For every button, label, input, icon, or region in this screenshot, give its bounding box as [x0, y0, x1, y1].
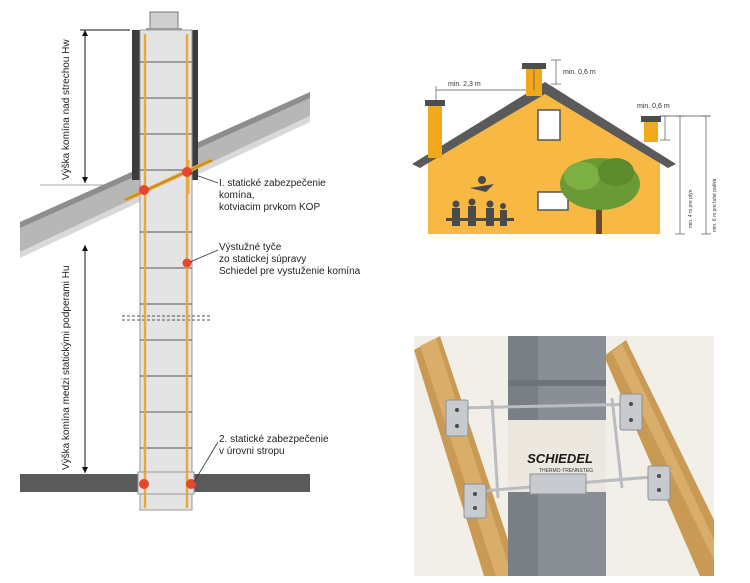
callout-rods: Výstužné tyče zo statickej súpravy Schie… — [219, 242, 361, 277]
chimney-section-diagram: Výška komína nad strechou Hw Výška komín… — [20, 11, 361, 511]
tree — [560, 158, 640, 234]
marker-rod — [182, 258, 192, 268]
dim-right-height: min. 0,6 m — [637, 103, 670, 110]
dim-solid-height: min. 6 m pre tuhé palivá — [712, 178, 718, 232]
chimney-block-joints — [140, 61, 192, 449]
dim-ridge-height: min. 0,6 m — [563, 69, 596, 76]
chimney-right — [644, 122, 658, 142]
label-height-above-roof: Výška komína nad strechou Hw — [61, 39, 72, 180]
brackets — [445, 393, 671, 519]
callout-floor: 2. statické zabezpečenie v úrovni stropu — [219, 434, 331, 457]
marker-floor-left — [139, 479, 149, 489]
label-height-between-supports: Výška komína medzi statickými podperami … — [61, 265, 72, 470]
house-window-top — [537, 109, 561, 141]
house-height-diagram: min. 2,3 m min. 0,6 m min. 0,6 m min. 4 … — [412, 59, 718, 235]
anchor-photo: SCHIEDEL THERMO-TRENNSTEG — [414, 336, 714, 576]
callout-kop: I. statické zabezpečenie komína, kotviac… — [219, 178, 329, 213]
kop-anchor — [124, 158, 213, 202]
chimney-left — [428, 106, 442, 158]
marker-floor-right — [186, 479, 196, 489]
chimney-body — [139, 29, 193, 511]
brand-subtext: THERMO-TRENNSTEG — [539, 468, 593, 474]
brand-label: SCHIEDEL — [527, 451, 593, 466]
dim-roof-distance: min. 2,3 m — [448, 81, 481, 88]
people-silhouettes — [446, 176, 514, 226]
dim-gas-height: min. 4 m pre plyn — [688, 189, 694, 228]
marker-roof-right — [182, 167, 192, 177]
marker-roof-left — [139, 185, 149, 195]
house-window-bottom — [537, 191, 569, 211]
